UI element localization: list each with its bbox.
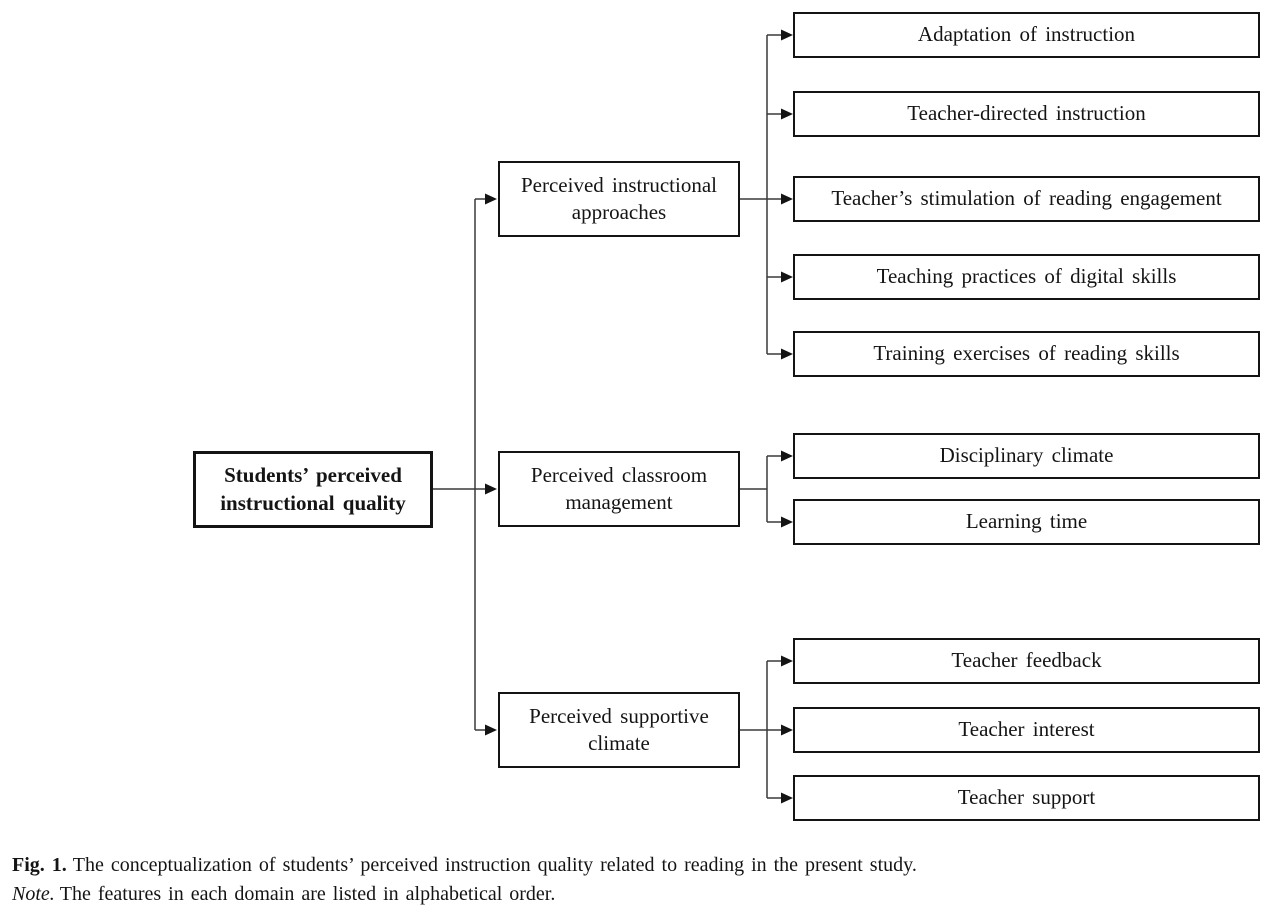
arrow-right-icon	[781, 724, 793, 736]
caption-note-text: The features in each domain are listed i…	[59, 883, 556, 905]
parent-box-perceived-supportive-climate: Perceived supportive climate	[498, 692, 740, 768]
leaf-box-teachers-stimulation-of-reading-engagement: Teacher’s stimulation of reading engagem…	[793, 176, 1260, 222]
leaf-box-learning-time: Learning time	[793, 499, 1260, 545]
arrow-right-icon	[781, 348, 793, 360]
leaf-box-teacher-support: Teacher support	[793, 775, 1260, 821]
leaf-box-teaching-practices-of-digital-skills: Teaching practices of digital skills	[793, 254, 1260, 300]
arrow-right-icon	[781, 516, 793, 528]
arrow-right-icon	[781, 108, 793, 120]
leaf-box-teacher-directed-instruction: Teacher-directed instruction	[793, 91, 1260, 137]
arrow-right-icon	[781, 193, 793, 205]
leaf-box-teacher-feedback: Teacher feedback	[793, 638, 1260, 684]
parent-box-perceived-instructional-approaches: Perceived instructional approaches	[498, 161, 740, 237]
arrow-right-icon	[485, 193, 497, 205]
figure-caption: Fig. 1.The conceptualization of students…	[12, 851, 1262, 909]
arrow-right-icon	[781, 271, 793, 283]
caption-fig-label: Fig. 1.	[12, 854, 67, 876]
arrow-right-icon	[485, 724, 497, 736]
arrow-right-icon	[485, 483, 497, 495]
caption-note-label: Note.	[12, 883, 55, 905]
leaf-box-adaptation-of-instruction: Adaptation of instruction	[793, 12, 1260, 58]
caption-line-fig: Fig. 1.The conceptualization of students…	[12, 851, 1262, 880]
parent-box-perceived-classroom-management: Perceived classroom management	[498, 451, 740, 527]
arrow-right-icon	[781, 655, 793, 667]
leaf-box-teacher-interest: Teacher interest	[793, 707, 1260, 753]
leaf-box-training-exercises-of-reading-skills: Training exercises of reading skills	[793, 331, 1260, 377]
arrow-right-icon	[781, 792, 793, 804]
caption-fig-text: The conceptualization of students’ perce…	[72, 854, 917, 876]
caption-line-note: Note.The features in each domain are lis…	[12, 880, 1262, 909]
arrow-right-icon	[781, 29, 793, 41]
root-box-students-perceived-instructional-quality: Students’ perceived instructional qualit…	[193, 451, 433, 528]
leaf-box-disciplinary-climate: Disciplinary climate	[793, 433, 1260, 479]
arrow-right-icon	[781, 450, 793, 462]
